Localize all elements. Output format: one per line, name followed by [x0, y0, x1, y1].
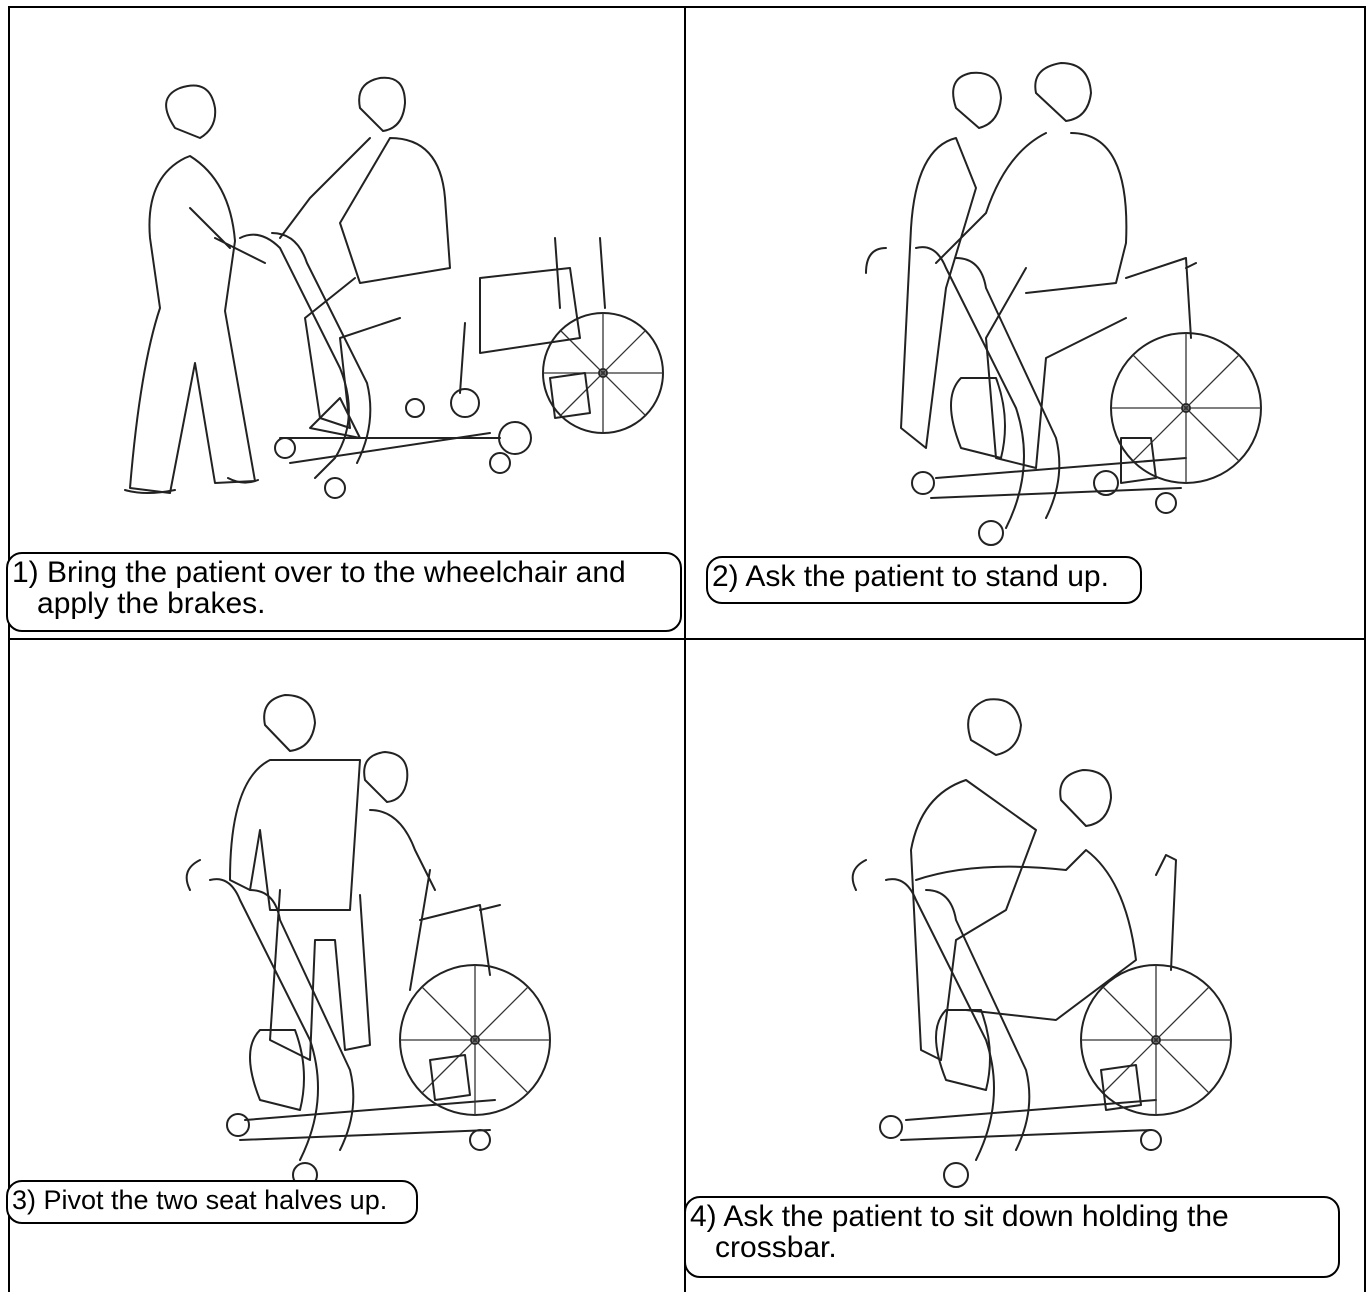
transfer-illustration-4 [686, 640, 1364, 1200]
step-panel-2: 2) Ask the patient to stand up. [686, 8, 1364, 638]
step-caption-4: 4) Ask the patient to sit down holding t… [684, 1196, 1340, 1278]
transfer-illustration-2 [686, 8, 1364, 548]
transfer-illustration-3 [10, 640, 684, 1200]
step-caption-2: 2) Ask the patient to stand up. [706, 556, 1142, 604]
step-panel-4: 4) Ask the patient to sit down holding t… [686, 640, 1364, 1292]
step-panel-3: 3) Pivot the two seat halves up. [10, 640, 684, 1292]
step-caption-1: 1) Bring the patient over to the wheelch… [6, 552, 682, 632]
right-border [1364, 6, 1366, 1292]
step-caption-3: 3) Pivot the two seat halves up. [6, 1180, 418, 1224]
transfer-illustration-1 [10, 8, 684, 538]
step-panel-1: 1) Bring the patient over to the wheelch… [10, 8, 684, 638]
